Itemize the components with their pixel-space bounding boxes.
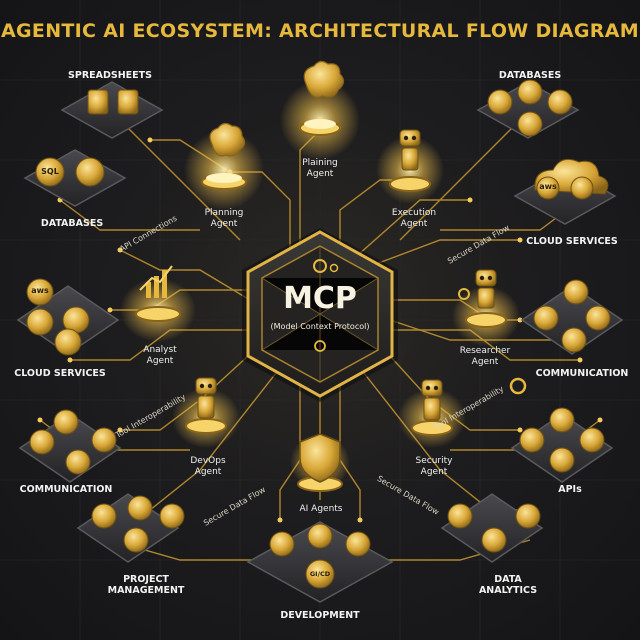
robot-icon: [458, 269, 497, 309]
gear-icon: [313, 259, 327, 273]
robot-icon: [195, 377, 217, 419]
execution-agent-label-line1: Execution: [391, 208, 437, 218]
category-cloud-left: CLOUD SERVICES: [14, 368, 106, 379]
trello-icon: [91, 503, 117, 529]
planning-agent-label-line2: Agent: [210, 219, 238, 229]
category-apis: APIs: [558, 484, 582, 495]
analyst-agent-label-line1: Analyst: [143, 345, 177, 355]
teams-icon: [65, 449, 91, 475]
cicd-icon: [305, 559, 335, 589]
mongodb-icon: [547, 89, 573, 115]
analyst-agent-label-line2: Agent: [146, 356, 174, 366]
gear-icon: [519, 427, 545, 453]
github-icon: [549, 407, 575, 433]
google-cloud-icon: [54, 328, 82, 356]
teams-icon: [585, 305, 611, 331]
diagram-title: AGENTIC AI ECOSYSTEM: ARCHITECTURAL FLOW…: [1, 20, 639, 42]
mcp-subtitle: (Model Context Protocol): [270, 322, 370, 331]
database-icon: [487, 89, 513, 115]
agent-top-label-line2: Agent: [306, 169, 334, 179]
square-icon: [563, 279, 589, 305]
sheets-icon: [117, 89, 139, 115]
mail-icon: [561, 327, 587, 353]
mcp-title: MCP: [283, 281, 357, 316]
azure-icon: [26, 308, 54, 336]
category-data-analytics-line2: ANALYTICS: [478, 585, 538, 596]
sql-icon: [35, 157, 65, 187]
category-databases-right: DATABASES: [498, 70, 562, 81]
chat-icon: [29, 429, 55, 455]
ai-agents-label: AI Agents: [299, 504, 343, 514]
jira-icon: [127, 495, 153, 521]
category-spreadsheets: SPREADSHEETS: [68, 70, 152, 81]
github-icon: [345, 531, 371, 557]
category-data-analytics-line1: DATA: [494, 574, 522, 585]
powerbi-icon: [515, 503, 541, 529]
tool-icons: [26, 79, 611, 589]
shield-icon: [299, 433, 341, 483]
category-communication-left: COMMUNICATION: [19, 484, 113, 495]
execution-agent-label-line2: Agent: [400, 219, 428, 229]
robot-icon: [399, 129, 421, 171]
slack-icon: [533, 305, 559, 331]
postgres-icon: [75, 157, 105, 187]
gear-icon: [329, 263, 339, 273]
aws-icon-label-left: aws: [31, 286, 49, 295]
researcher-agent-label-line2: Agent: [471, 357, 499, 367]
agent-top-label-line1: Plaining: [302, 158, 338, 168]
database-icon: [517, 79, 543, 105]
asana-icon: [159, 503, 185, 529]
sql-icon-label: SQL: [41, 167, 59, 176]
category-databases-left: DATABASES: [40, 218, 104, 229]
mail-icon: [91, 427, 117, 453]
aws-icon-label: aws: [539, 182, 557, 191]
api-window-icon: [549, 447, 575, 473]
security-agent-label-line2: Agent: [420, 467, 448, 477]
aws-icon: [536, 176, 560, 200]
github-icon: [269, 531, 295, 557]
category-project-management-line2: MANAGEMENT: [107, 585, 185, 596]
category-communication-right: COMMUNICATION: [535, 368, 629, 379]
tools-icon: [579, 427, 605, 453]
brain-icon: [303, 60, 345, 99]
slack-icon: [53, 409, 79, 435]
cicd-icon-label: GI/CD: [309, 570, 331, 578]
brain-icon: [209, 122, 246, 157]
security-agent-label-line1: Security: [415, 456, 453, 466]
vscode-icon: [307, 523, 333, 549]
tableau-icon: [447, 503, 473, 529]
robot-icon: [421, 379, 443, 421]
google-cloud-icon: [570, 176, 594, 200]
researcher-agent-label-line1: Researcher: [459, 346, 511, 356]
chart-icon: [481, 527, 507, 553]
devops-agent-label-line1: DevOps: [190, 456, 226, 466]
gear-icon: [509, 377, 527, 395]
mcp-hub: [242, 228, 398, 402]
excel-icon: [87, 89, 109, 115]
aws-icon: [26, 278, 54, 306]
devops-agent-label-line2: Agent: [194, 467, 222, 477]
chart-icon: [139, 265, 173, 298]
category-cloud-right: CLOUD SERVICES: [526, 236, 618, 247]
category-development: DEVELOPMENT: [280, 610, 360, 621]
category-project-management-line1: PROJECT: [123, 574, 169, 585]
clickup-icon: [123, 527, 149, 553]
planning-agent-label-line1: Planning: [204, 208, 244, 218]
gear-icon: [314, 340, 326, 352]
database-icon: [517, 111, 543, 137]
